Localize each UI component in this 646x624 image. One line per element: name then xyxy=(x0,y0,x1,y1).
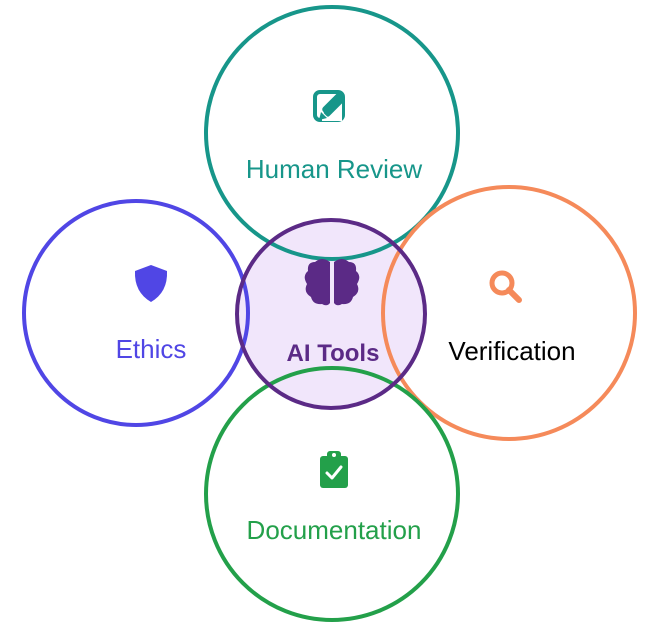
ai-tools-circle xyxy=(235,218,427,410)
ai-tools-label: AI Tools xyxy=(287,340,380,367)
ethics-circle xyxy=(22,199,250,427)
pen-to-square-icon xyxy=(313,90,345,122)
documentation-label: Documentation xyxy=(247,515,422,545)
ai-tools-circle-fill xyxy=(237,220,425,408)
ethics-label: Ethics xyxy=(116,334,187,364)
documentation-circle xyxy=(204,366,460,622)
clipboard-check-icon xyxy=(320,451,348,488)
magnifying-glass-icon xyxy=(489,270,522,303)
brain-icon xyxy=(304,259,360,306)
verification-circle xyxy=(381,185,637,441)
shield-icon xyxy=(134,265,168,302)
human-review-circle xyxy=(204,5,460,261)
human-review-label: Human Review xyxy=(246,154,423,184)
verification-label: Verification xyxy=(448,336,575,366)
